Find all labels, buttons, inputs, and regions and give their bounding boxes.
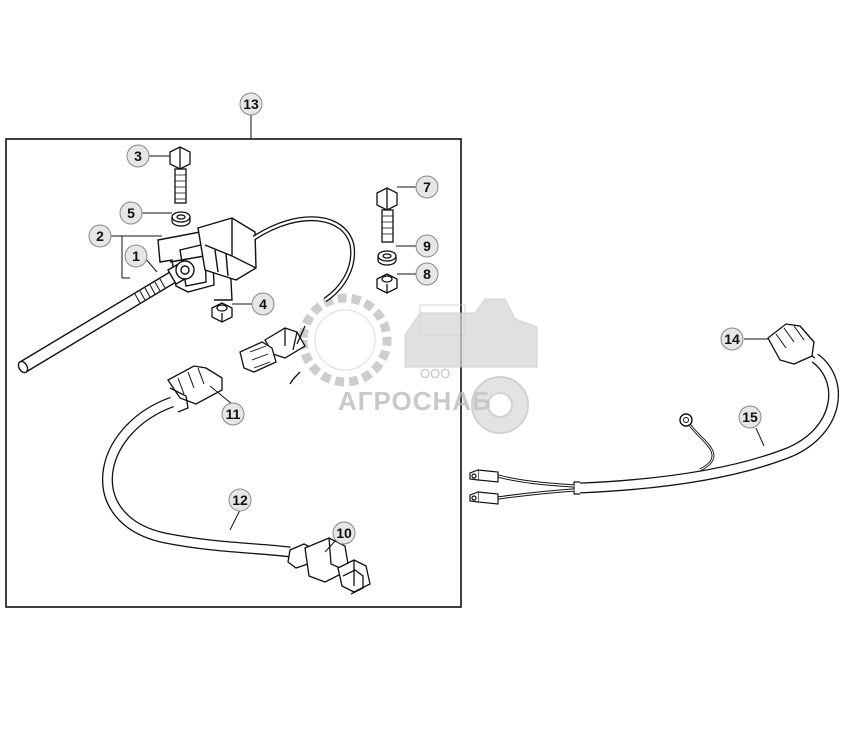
harness-15 [469, 323, 840, 505]
watermark-tractor-icon [404, 298, 538, 368]
callout-2-label: 2 [96, 228, 104, 244]
washer-9 [377, 250, 397, 266]
callout-12-label: 12 [232, 492, 248, 508]
kit-frame [5, 138, 462, 608]
callout-5-label: 5 [127, 205, 135, 221]
callout-14-label: 14 [724, 331, 740, 347]
callout-10: 10 [332, 521, 356, 545]
watermark-prefix: ООО [420, 366, 450, 381]
callout-12: 12 [228, 488, 252, 512]
callout-9-label: 9 [423, 238, 431, 254]
callout-5: 5 [119, 201, 143, 225]
sensor-thread [134, 278, 166, 304]
leader-12 [229, 509, 241, 531]
callout-15-label: 15 [742, 409, 758, 425]
callout-4: 4 [251, 292, 275, 316]
callout-13-label: 13 [243, 96, 259, 112]
spade-terminal-lower [469, 491, 499, 505]
leader-lines [107, 115, 768, 553]
connector-11 [167, 365, 223, 413]
callout-3-label: 3 [134, 148, 142, 164]
bolt-7 [376, 187, 398, 243]
callout-7-label: 7 [423, 179, 431, 195]
connector-upper [239, 325, 306, 385]
callout-13: 13 [239, 92, 263, 116]
callout-10-label: 10 [336, 525, 352, 541]
washer-5 [171, 211, 191, 227]
connector-14 [767, 323, 821, 365]
callout-1: 1 [124, 244, 148, 268]
leader-10 [324, 539, 337, 553]
harness-12 [101, 396, 291, 558]
callout-4-label: 4 [259, 296, 267, 312]
leader-1 [144, 257, 158, 273]
bolt-3 [169, 146, 191, 204]
callout-3: 3 [126, 144, 150, 168]
watermark-logo: ООО АГРОСНАБ [298, 293, 538, 434]
nut-8 [376, 273, 398, 294]
leader-2 [107, 235, 162, 279]
callout-7: 7 [415, 175, 439, 199]
callout-15: 15 [738, 405, 762, 429]
nut-4 [211, 302, 233, 323]
spade-terminal-upper [469, 469, 499, 483]
watermark-gear-icon [298, 293, 392, 387]
sensor-body [197, 217, 257, 281]
callout-14: 14 [720, 327, 744, 351]
sensor-assembly [17, 216, 356, 374]
callout-8: 8 [415, 262, 439, 286]
callout-9: 9 [415, 234, 439, 258]
connector-10 [287, 537, 371, 595]
callout-11-label: 11 [226, 406, 241, 422]
watermark-brand: АГРОСНАБ [338, 386, 492, 416]
callout-1-label: 1 [132, 248, 140, 264]
callout-8-label: 8 [423, 266, 431, 282]
sensor-rod [19, 271, 177, 373]
callout-2: 2 [88, 224, 112, 248]
leader-15 [755, 427, 765, 447]
leader-11 [209, 385, 233, 405]
callout-11: 11 [221, 402, 245, 426]
